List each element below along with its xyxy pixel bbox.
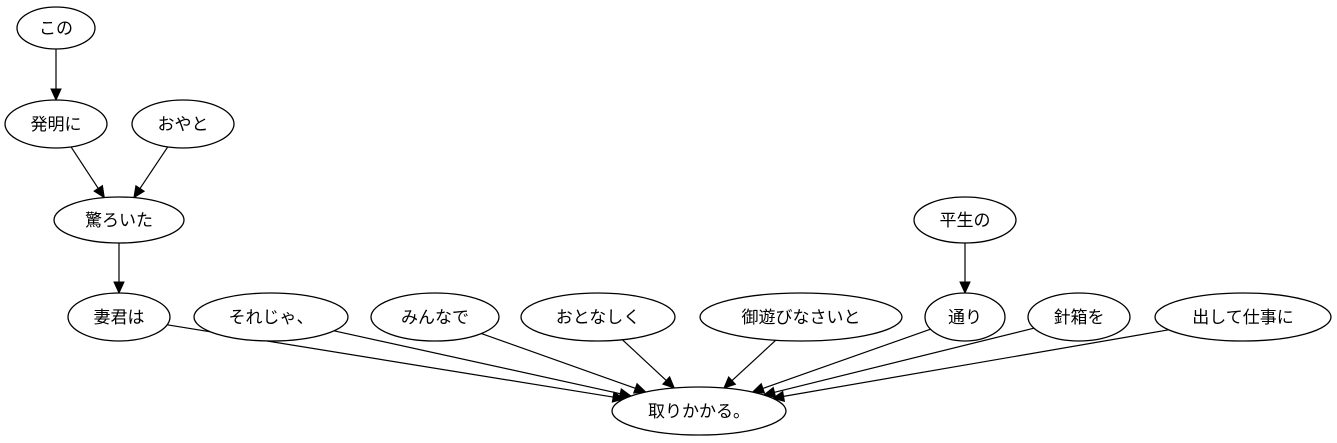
node-n11: 通り: [924, 292, 1006, 342]
node-n12: 針箱を: [1027, 292, 1131, 342]
arrow-head: [113, 281, 125, 295]
edge-line: [622, 339, 667, 381]
edge-n10-n14: [723, 339, 777, 389]
node-label: 針箱を: [1054, 308, 1105, 328]
edge-line: [731, 339, 777, 381]
node-ellipse: [370, 292, 500, 342]
node-n2: 発明に: [4, 99, 108, 149]
edge-n7-n14: [333, 330, 633, 400]
node-ellipse: [924, 292, 1006, 342]
edge-n5-n11: [959, 243, 971, 295]
node-label: 平生の: [940, 211, 991, 231]
arrow-head: [632, 382, 647, 394]
node-label: 発明に: [31, 115, 82, 135]
edge-line: [333, 330, 621, 395]
node-ellipse: [1027, 292, 1131, 342]
node-label: 通り: [948, 308, 982, 328]
node-ellipse: [4, 99, 108, 149]
edge-line: [139, 146, 169, 189]
node-ellipse: [913, 196, 1017, 244]
edge-n4-n6: [113, 243, 125, 295]
edge-line: [481, 332, 636, 389]
arrow-head: [762, 386, 777, 398]
node-ellipse: [699, 292, 903, 342]
edge-n3-n4: [133, 146, 169, 199]
edge-line: [762, 328, 931, 389]
edge-n11-n14: [751, 328, 931, 394]
node-label: 御遊びなさいと: [742, 308, 861, 328]
edge-line: [774, 327, 1035, 393]
node-label: おやと: [158, 115, 209, 135]
node-n5: 平生の: [913, 196, 1017, 244]
arrow-head: [50, 88, 62, 102]
arrow-head: [618, 387, 633, 400]
node-ellipse: [131, 99, 235, 149]
node-label: 驚ろいた: [85, 211, 153, 231]
node-n13: 出して仕事に: [1154, 292, 1332, 342]
node-n4: 驚ろいた: [53, 196, 185, 244]
node-label: それじゃ、: [229, 308, 314, 328]
node-n9: おとなしく: [520, 292, 676, 342]
node-ellipse: [67, 292, 171, 342]
node-label: この: [39, 19, 73, 39]
node-label: 出して仕事に: [1192, 308, 1294, 328]
arrow-head: [133, 184, 146, 199]
arrow-head: [959, 281, 971, 295]
arrow-head: [661, 375, 676, 389]
node-label: おとなしく: [556, 308, 641, 328]
node-n6: 妻君は: [67, 292, 171, 342]
edge-line: [70, 146, 99, 189]
arrow-head: [751, 382, 766, 394]
node-n14: 取りかかる。: [611, 386, 787, 436]
edge-n1-n2: [50, 49, 62, 102]
arrow-head: [93, 184, 105, 199]
node-n1: この: [16, 6, 96, 50]
edge-n8-n14: [481, 332, 647, 394]
node-ellipse: [53, 196, 185, 244]
node-label: 妻君は: [94, 308, 145, 328]
node-n7: それじゃ、: [193, 292, 349, 342]
node-label: 取りかかる。: [648, 402, 750, 422]
node-n10: 御遊びなさいと: [699, 292, 903, 342]
edge-line: [783, 329, 1169, 397]
node-ellipse: [193, 292, 349, 342]
edge-n9-n14: [622, 339, 676, 389]
node-n8: みんなで: [370, 292, 500, 342]
node-ellipse: [520, 292, 676, 342]
node-ellipse: [611, 386, 787, 436]
arrow-head: [723, 375, 737, 389]
node-ellipse: [1154, 292, 1332, 342]
node-label: みんなで: [401, 308, 469, 328]
edge-n12-n14: [762, 327, 1035, 398]
node-ellipse: [16, 6, 96, 50]
node-n3: おやと: [131, 99, 235, 149]
edge-n2-n4: [70, 146, 105, 199]
